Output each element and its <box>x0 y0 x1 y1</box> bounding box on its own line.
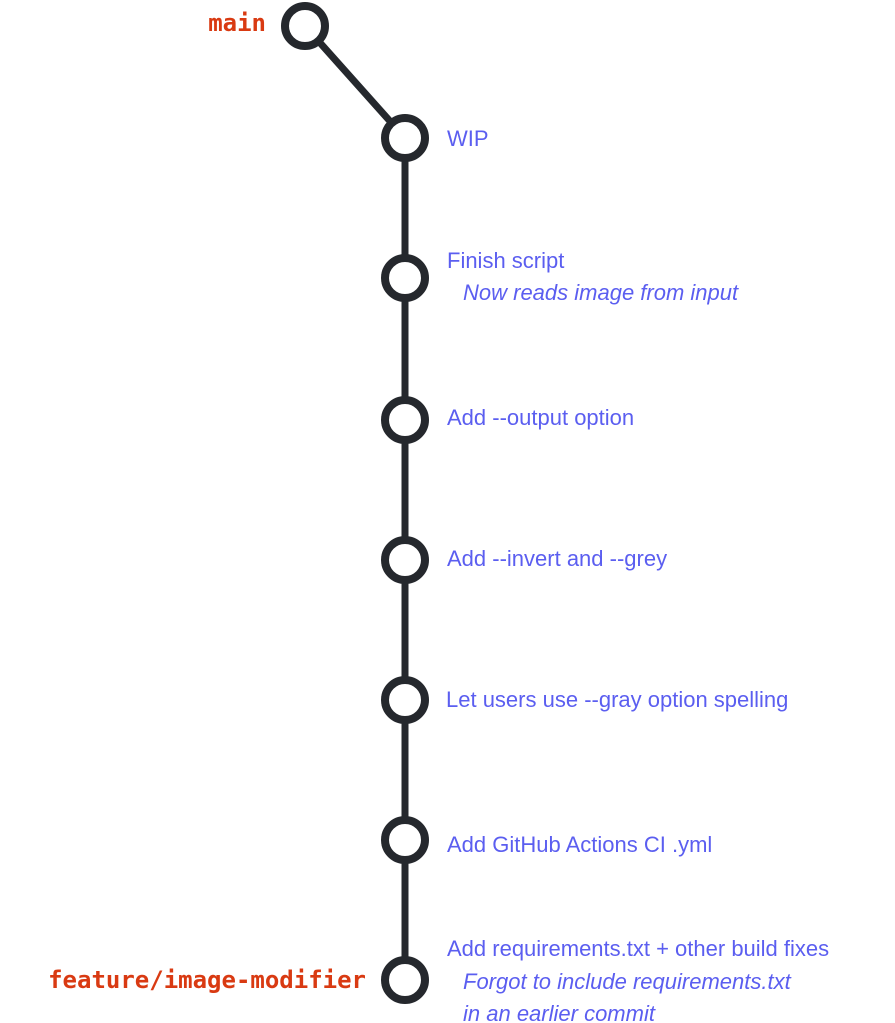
commit-node-2[interactable] <box>381 254 429 302</box>
commit-title: Add --output option <box>447 405 634 430</box>
commit-body: Forgot to include requirements.txt <box>463 969 792 994</box>
commit-title: Let users use --gray option spelling <box>446 687 788 712</box>
commit-node-main[interactable] <box>281 2 329 50</box>
commit-title: Finish script <box>447 248 564 273</box>
branch-label-main[interactable]: main <box>208 9 266 37</box>
edge-main-to-wip <box>302 23 408 141</box>
commit-body: Now reads image from input <box>463 280 739 305</box>
commit-node-1[interactable] <box>381 114 429 162</box>
commit-node-5[interactable] <box>381 676 429 724</box>
commit-node-4[interactable] <box>381 536 429 584</box>
commit-body: in an earlier commit <box>463 1001 656 1023</box>
commit-title: Add requirements.txt + other build fixes <box>447 936 829 961</box>
commit-title: Add --invert and --grey <box>447 546 667 571</box>
branch-label-feature[interactable]: feature/image-modifier <box>48 966 366 994</box>
commit-title: Add GitHub Actions CI .yml <box>447 832 712 857</box>
commit-node-3[interactable] <box>381 396 429 444</box>
commit-node-6[interactable] <box>381 816 429 864</box>
commit-node-feature[interactable] <box>381 956 429 1004</box>
commit-title: WIP <box>447 126 489 151</box>
